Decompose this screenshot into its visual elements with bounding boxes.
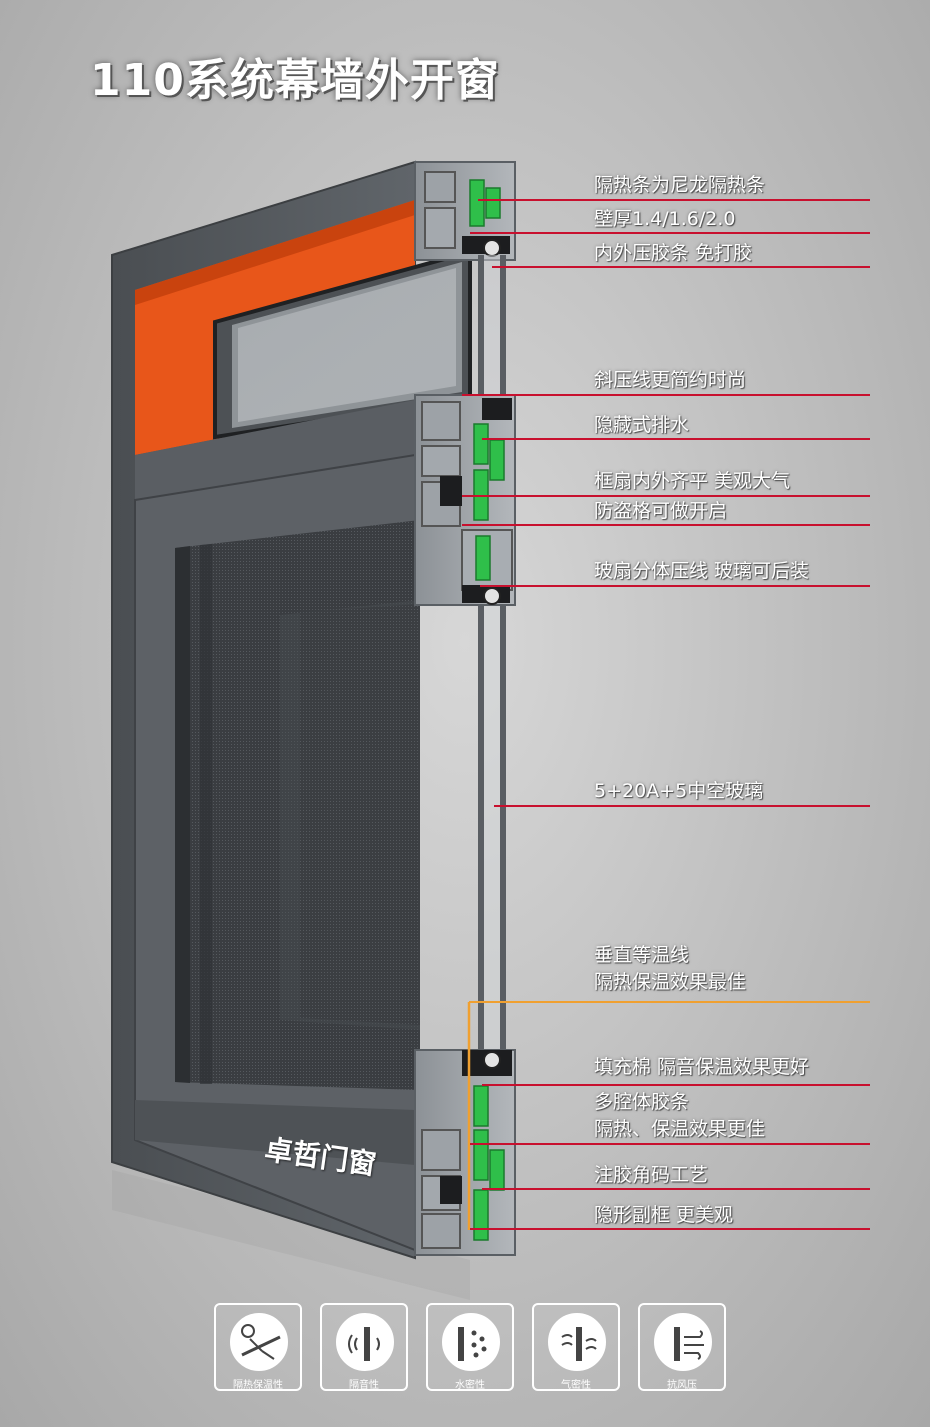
badge-thermal-insulation: 隔热保温性 — [214, 1303, 302, 1391]
profile-sill-section — [414, 1049, 516, 1256]
callout-line-flush-sash — [462, 495, 870, 497]
callout-hidden-subframe: 隐形副框 更美观 — [594, 1204, 734, 1226]
callout-line-split-bead — [480, 585, 870, 587]
badge-label: 隔音性 — [349, 1380, 379, 1391]
water-tightness-icon — [458, 1327, 487, 1361]
performance-badges: 隔热保温性 隔音性 水密性 — [214, 1303, 726, 1391]
callout-line-bevel-bead — [462, 394, 870, 396]
callout-insulated-glass: 5+20A+5中空玻璃 — [594, 780, 764, 802]
callout-line-multi-cavity — [470, 1143, 870, 1145]
callout-line-hidden-subframe — [470, 1228, 870, 1230]
badge-label: 隔热保温性 — [233, 1380, 283, 1391]
callout-isotherm-line-1: 垂直等温线 — [594, 944, 690, 966]
callout-multi-cavity-2: 隔热、保温效果更佳 — [594, 1118, 766, 1140]
callout-line-cotton-fill — [482, 1084, 870, 1086]
callout-flush-sash: 框扇内外齐平 美观大气 — [594, 470, 791, 492]
callout-gasket: 内外压胶条 免打胶 — [594, 242, 753, 264]
callout-wall-thickness: 壁厚1.4/1.6/2.0 — [594, 208, 736, 230]
callout-line-gasket — [492, 266, 870, 268]
callout-nylon-strip: 隔热条为尼龙隔热条 — [594, 174, 766, 196]
badge-water-tightness: 水密性 — [426, 1303, 514, 1391]
badge-wind-pressure: 抗风压 — [638, 1303, 726, 1391]
badge-label: 抗风压 — [667, 1380, 697, 1391]
callout-line-security-grille — [462, 524, 870, 526]
callout-line-insulated-glass — [494, 805, 870, 807]
badge-sound-insulation: 隔音性 — [320, 1303, 408, 1391]
callout-hidden-drain: 隐藏式排水 — [594, 414, 690, 436]
callout-isotherm-line-2: 隔热保温效果最佳 — [594, 971, 747, 993]
badge-label: 气密性 — [561, 1380, 591, 1391]
page-title: 110系统幕墙外开窗 — [90, 55, 500, 106]
thermal-insulation-icon — [241, 1324, 281, 1360]
profile-head-section — [414, 161, 516, 261]
profile-mullion-section — [414, 394, 516, 606]
wind-pressure-icon — [674, 1327, 704, 1361]
callout-corner-glue: 注胶角码工艺 — [594, 1164, 709, 1186]
callout-cotton-fill: 填充棉 隔音保温效果更好 — [594, 1056, 810, 1078]
badge-label: 水密性 — [455, 1380, 485, 1391]
air-tightness-icon — [561, 1327, 597, 1361]
callout-bevel-bead: 斜压线更简约时尚 — [594, 369, 747, 391]
callout-line-corner-glue — [482, 1188, 870, 1190]
callout-line-nylon-strip — [478, 199, 870, 201]
callout-line-wall-thickness — [470, 232, 870, 234]
callout-security-grille: 防盗格可做开启 — [594, 500, 728, 522]
callout-line-hidden-drain — [482, 438, 870, 440]
callout-split-bead: 玻扇分体压线 玻璃可后装 — [594, 560, 810, 582]
badge-air-tightness: 气密性 — [532, 1303, 620, 1391]
sound-insulation-icon — [348, 1327, 380, 1361]
callout-multi-cavity-1: 多腔体胶条 — [594, 1091, 690, 1113]
insulated-glass-panes — [478, 255, 506, 1055]
